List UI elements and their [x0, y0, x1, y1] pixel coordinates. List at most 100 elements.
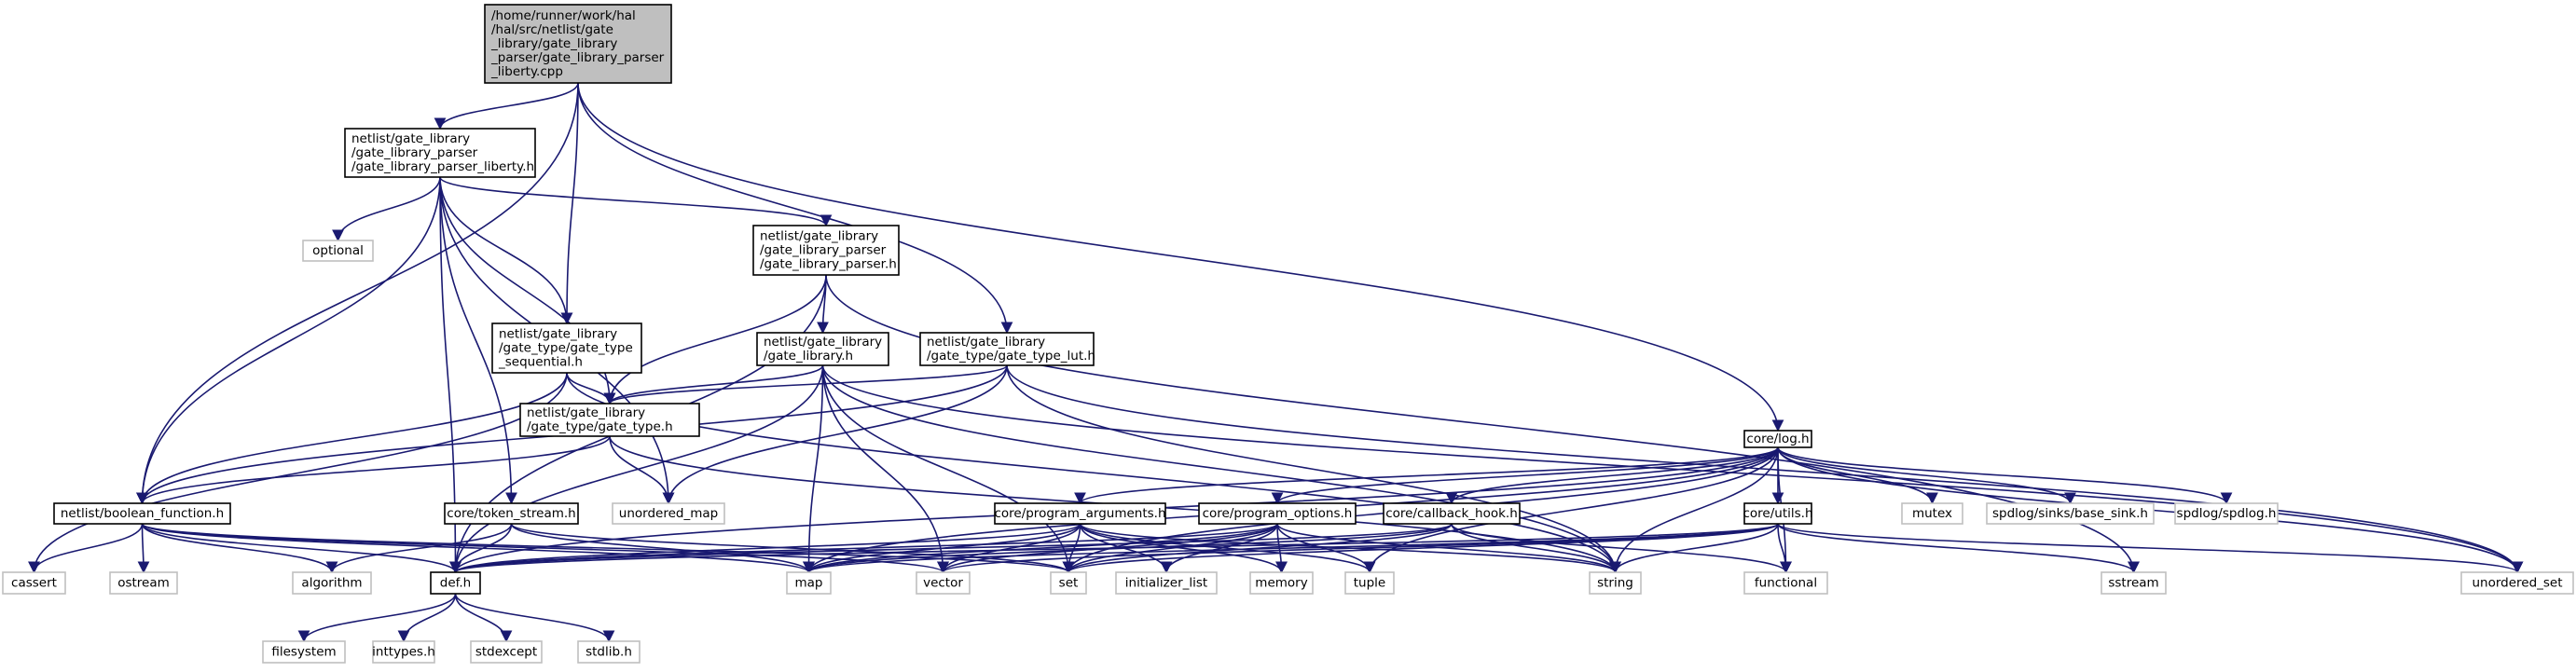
node-mutex[interactable]: mutex — [1901, 502, 1963, 525]
node-box — [109, 571, 178, 595]
node-utils-h[interactable]: core/utils.h — [1743, 502, 1813, 525]
node-box — [430, 571, 481, 595]
edge-log-h-to-spdlog — [1777, 446, 2233, 505]
edge-utils-h-to-def-h — [449, 523, 1779, 574]
edge-root-to-lut-h — [577, 82, 1013, 335]
node-label-line: spdlog/sinks/base_sink.h — [1992, 506, 2148, 521]
node-label-line: /gate_library_parser — [760, 243, 887, 258]
node-label-line: netlist/gate_library — [351, 131, 470, 146]
node-memory[interactable]: memory — [1249, 571, 1314, 595]
node-label-line: /home/runner/work/hal — [491, 8, 636, 23]
node-label-line: functional — [1755, 576, 1817, 591]
node-box — [53, 502, 231, 525]
node-set[interactable]: set — [1050, 571, 1087, 595]
node-label-line: sstream — [2108, 576, 2158, 591]
node-label-line: stdlib.h — [585, 645, 632, 660]
edge-callback-hook-h-to-set — [1062, 523, 1453, 574]
node-stdlib[interactable]: stdlib.h — [577, 640, 641, 664]
node-label-line: netlist/gate_library — [927, 335, 1045, 350]
edge-program-options-h-to-map — [803, 523, 1278, 574]
node-box — [344, 128, 536, 178]
edge-boolean-function-h-to-def-h — [141, 523, 461, 574]
node-label-line: spdlog/spdlog.h — [2177, 506, 2277, 521]
node-algorithm[interactable]: algorithm — [292, 571, 372, 595]
edges-layer — [28, 82, 2524, 643]
node-label-line: unordered_map — [619, 506, 718, 521]
node-box — [491, 322, 642, 374]
node-sequential-h[interactable]: netlist/gate_library/gate_type/gate_type… — [491, 322, 642, 374]
edge-gate-library-h-to-map — [803, 364, 824, 574]
edge-lut-h-to-unordered-map — [662, 364, 1008, 505]
edge-program-options-h-to-tuple — [1276, 523, 1376, 574]
node-cassert[interactable]: cassert — [2, 571, 66, 595]
node-program-options-h[interactable]: core/program_options.h — [1198, 502, 1357, 525]
node-program-arguments-h[interactable]: core/program_arguments.h — [994, 502, 1166, 525]
node-functional[interactable]: functional — [1743, 571, 1828, 595]
edge-program-options-h-to-string — [1276, 523, 1621, 574]
node-label-line: optional — [312, 243, 364, 258]
node-label-line: string — [1597, 576, 1633, 591]
node-vector[interactable]: vector — [916, 571, 971, 595]
node-box — [612, 502, 725, 525]
node-label-line: _sequential.h — [498, 355, 583, 370]
node-token-stream-h[interactable]: core/token_stream.h — [444, 502, 579, 525]
edge-sequential-h-to-string — [566, 372, 1621, 574]
edge-boolean-function-h-to-set — [141, 523, 1074, 574]
node-box — [577, 640, 641, 664]
node-inttypes[interactable]: inttypes.h — [372, 640, 435, 664]
node-root[interactable]: /home/runner/work/hal/hal/src/netlist/ga… — [484, 4, 672, 84]
node-box — [916, 571, 971, 595]
node-unordered-map[interactable]: unordered_map — [612, 502, 725, 525]
node-boolean-function-h[interactable]: netlist/boolean_function.h — [53, 502, 231, 525]
edge-def-h-to-stdexcept — [454, 593, 513, 643]
node-ostream[interactable]: ostream — [109, 571, 178, 595]
node-filesystem[interactable]: filesystem — [262, 640, 346, 664]
node-label-line: _liberty.cpp — [490, 64, 563, 79]
edge-parser-h-to-gate-type-h — [603, 274, 827, 405]
node-label-line: memory — [1255, 576, 1307, 591]
node-box — [1344, 571, 1395, 595]
node-gate-type-h[interactable]: netlist/gate_library/gate_type/gate_type… — [519, 403, 700, 437]
node-label-line: /gate_library_parser — [351, 145, 478, 160]
edge-utils-h-to-unordered-set — [1777, 523, 2524, 574]
node-stdexcept[interactable]: stdexcept — [470, 640, 543, 664]
edge-program-options-h-to-initializer-list — [1160, 523, 1278, 574]
edge-boolean-function-h-to-cassert — [28, 523, 144, 574]
node-label-line: netlist/gate_library — [499, 327, 617, 342]
node-box — [1249, 571, 1314, 595]
node-map[interactable]: map — [786, 571, 832, 595]
edge-gate-library-h-to-gate-type-h — [603, 364, 824, 405]
node-def-h[interactable]: def.h — [430, 571, 481, 595]
node-label-line: tuple — [1354, 576, 1385, 591]
node-lut-h[interactable]: netlist/gate_library/gate_type/gate_type… — [919, 332, 1095, 366]
edge-program-options-h-to-def-h — [449, 523, 1278, 574]
node-optional[interactable]: optional — [302, 240, 374, 262]
node-unordered-set[interactable]: unordered_set — [2460, 571, 2574, 595]
node-string[interactable]: string — [1589, 571, 1642, 595]
edge-log-h-to-callback-hook-h — [1445, 446, 1779, 505]
edge-gate-library-h-to-set — [821, 364, 1075, 574]
node-box — [470, 640, 543, 664]
node-gate-library-h[interactable]: netlist/gate_library/gate_library.h — [756, 332, 889, 366]
node-label-line: vector — [923, 576, 963, 591]
node-liberty-h[interactable]: netlist/gate_library/gate_library_parser… — [344, 128, 536, 178]
edge-log-h-to-string — [1609, 446, 1779, 574]
node-label-line: core/program_options.h — [1203, 506, 1353, 521]
node-label-line: core/callback_hook.h — [1385, 506, 1518, 521]
edge-program-options-h-to-set — [1062, 523, 1278, 574]
node-callback-hook-h[interactable]: core/callback_hook.h — [1383, 502, 1521, 525]
node-tuple[interactable]: tuple — [1344, 571, 1395, 595]
node-spdlog[interactable]: spdlog/spdlog.h — [2174, 502, 2279, 525]
node-box — [1743, 502, 1812, 525]
node-label-line: /gate_type/gate_type — [499, 341, 633, 356]
edge-boolean-function-h-to-map — [141, 523, 815, 574]
node-parser-h[interactable]: netlist/gate_library/gate_library_parser… — [752, 225, 900, 276]
node-initializer-list[interactable]: initializer_list — [1115, 571, 1218, 595]
edge-gate-library-h-to-unordered-set — [821, 364, 2524, 574]
node-label-line: map — [795, 576, 823, 591]
node-sstream[interactable]: sstream — [2101, 571, 2167, 595]
node-log-h[interactable]: core/log.h — [1743, 430, 1812, 448]
node-base-sink[interactable]: spdlog/sinks/base_sink.h — [1986, 502, 2155, 525]
edge-parser-h-to-sstream — [825, 274, 2140, 574]
edge-liberty-h-to-sequential-h — [439, 176, 573, 325]
